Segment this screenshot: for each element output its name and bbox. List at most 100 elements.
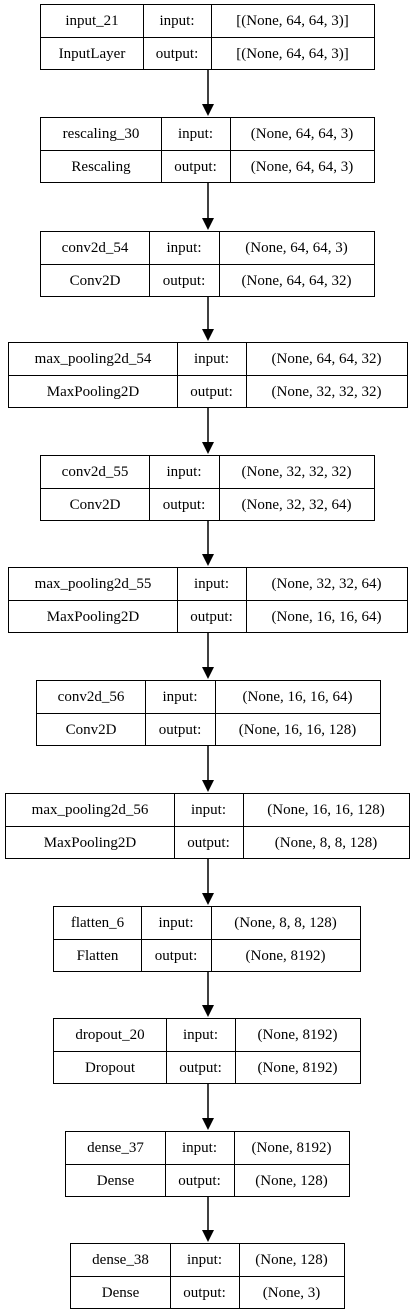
output-label: output: [179,1059,222,1076]
column-divider [161,118,162,150]
layer-name: conv2d_54 [61,239,129,256]
output-label: output: [174,158,217,175]
layer-type: Dropout [85,1059,135,1076]
column-divider [211,38,212,70]
input-shape: (None, 16, 16, 64) [242,688,353,705]
input-shape: (None, 8, 8, 128) [234,914,337,931]
edge-arrow [202,408,214,454]
edge-arrow [202,70,214,116]
input-label: input: [166,239,202,256]
output-label: output: [155,45,199,62]
layer-name: max_pooling2d_54 [34,350,152,367]
input-label: input: [193,575,229,592]
input-label: input: [162,688,198,705]
output-shape: (None, 32, 32, 64) [241,496,352,513]
column-divider [143,38,144,70]
layer-type: Conv2D [69,272,121,289]
layer-type: Conv2D [69,496,121,513]
output-shape: (None, 32, 32, 32) [271,383,382,400]
output-label: output: [190,383,233,400]
output-shape: (None, 64, 64, 3) [250,158,354,175]
layer-output-row: Conv2D output: (None, 32, 32, 64) [41,488,374,521]
input-label: input: [159,12,195,29]
column-divider [170,1244,171,1276]
column-divider [149,489,150,521]
input-shape: [(None, 64, 64, 3)] [236,12,349,29]
output-label: output: [178,1172,221,1189]
input-label: input: [190,801,226,818]
input-label: input: [193,350,229,367]
column-divider [149,456,150,488]
edge-arrow [202,1197,214,1242]
output-label: output: [162,272,206,289]
column-divider [141,940,142,972]
layer-name: max_pooling2d_56 [31,801,149,818]
output-label: output: [162,496,206,513]
layer-type: Dense [101,1284,140,1301]
column-divider [211,5,212,37]
input-label: input: [182,1026,218,1043]
column-divider [211,907,212,939]
edge-arrow [202,972,214,1017]
output-shape: (None, 128) [255,1172,328,1189]
column-divider [234,1132,235,1164]
input-shape: (None, 32, 32, 64) [271,575,382,592]
layer-name: dense_38 [92,1251,149,1268]
column-divider [165,1132,166,1164]
output-shape: [(None, 64, 64, 3)] [236,45,349,62]
output-shape: (None, 8, 8, 128) [274,834,378,851]
column-divider [239,1277,240,1309]
column-divider [219,489,220,521]
output-shape: (None, 3) [262,1284,321,1301]
column-divider [143,5,144,37]
column-divider [243,827,244,859]
layer-type: MaxPooling2D [43,834,137,851]
input-label: input: [186,1251,222,1268]
input-label: input: [166,463,202,480]
column-divider [177,568,178,600]
layer-name: rescaling_30 [62,125,140,142]
column-divider [166,1052,167,1084]
column-divider [149,232,150,264]
column-divider [243,794,244,826]
output-shape: (None, 8192) [245,947,326,964]
output-shape: (None, 64, 64, 32) [241,272,352,289]
input-label: input: [181,1139,217,1156]
column-divider [145,681,146,713]
edge-arrow [202,746,214,792]
input-shape: (None, 32, 32, 32) [241,463,352,480]
column-divider [219,456,220,488]
column-divider [215,714,216,746]
column-divider [246,601,247,633]
column-divider [177,376,178,408]
output-shape: (None, 16, 16, 64) [271,608,382,625]
column-divider [219,265,220,297]
layer-type: MaxPooling2D [46,383,140,400]
input-shape: (None, 64, 64, 3) [250,125,354,142]
column-divider [149,265,150,297]
column-divider [170,1277,171,1309]
edge-arrow [202,633,214,679]
layer-name: dense_37 [87,1139,144,1156]
layer-type: Flatten [76,947,119,964]
